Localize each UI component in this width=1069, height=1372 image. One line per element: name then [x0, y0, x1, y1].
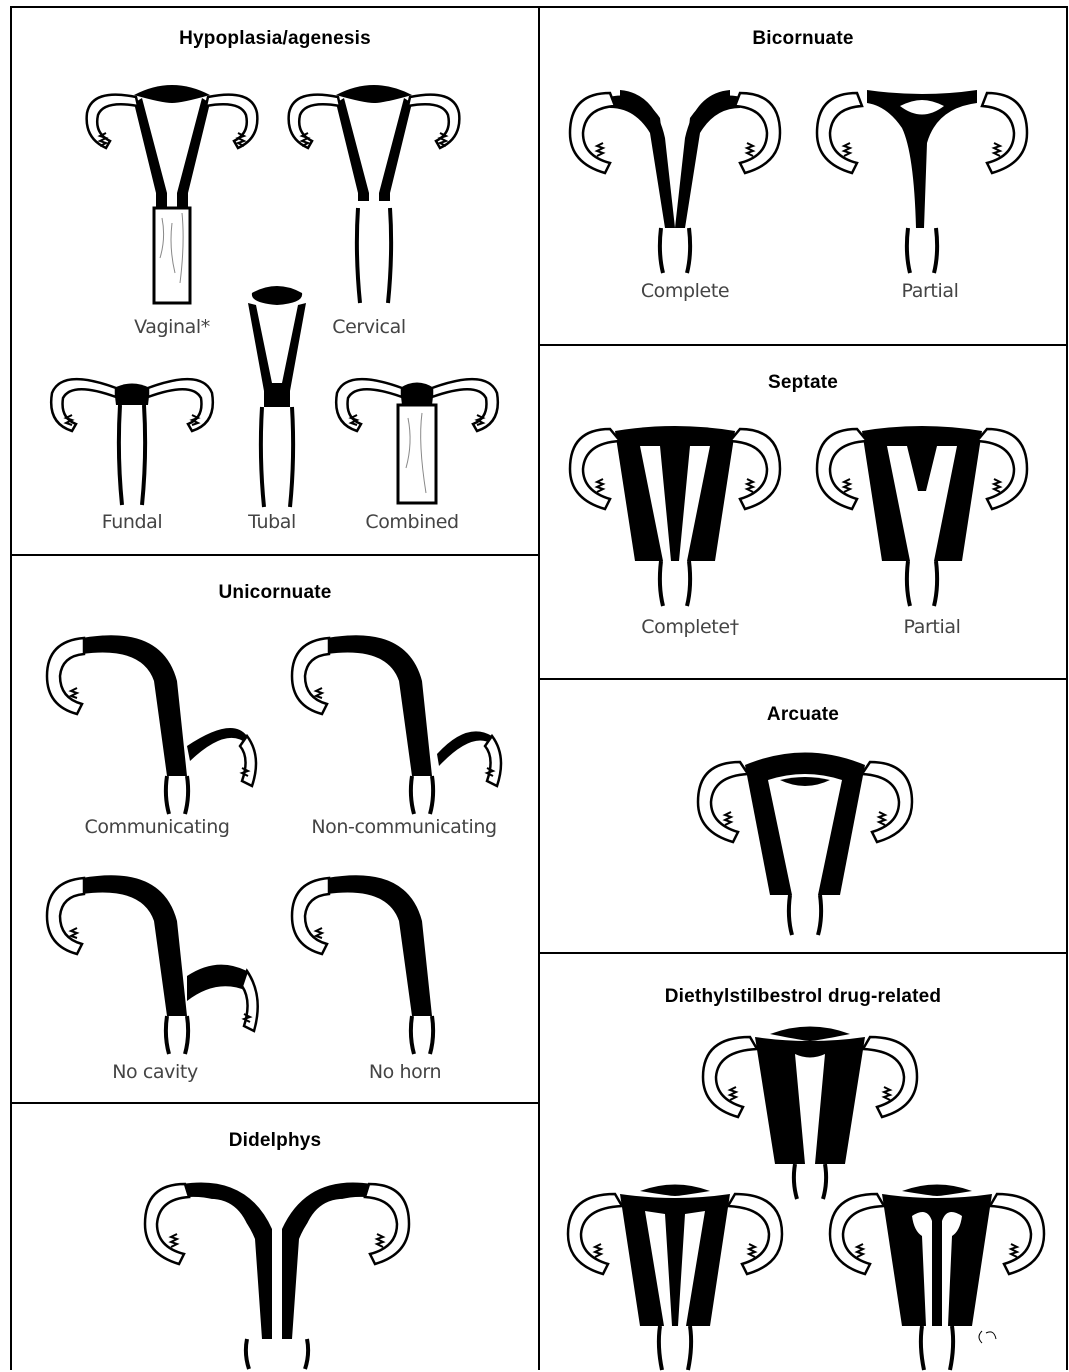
label-no-cavity: No cavity — [112, 1061, 198, 1083]
panel-title: Arcuate — [540, 704, 1066, 726]
label-partial: Partial — [902, 280, 959, 302]
panel-title: Hypoplasia/agenesis — [12, 28, 538, 50]
label-complete: Complete — [641, 280, 729, 302]
uterus-unicornuate-no-cavity-drawing — [42, 866, 262, 1056]
label-combined: Combined — [365, 511, 458, 533]
uterus-cervical-agenesis-drawing — [274, 73, 474, 313]
label-no-horn: No horn — [369, 1061, 441, 1083]
panel-bicornuate: Bicornuate Complete Partial — [538, 6, 1068, 346]
panel-title: Unicornuate — [12, 582, 538, 604]
label-communicating: Communicating — [85, 816, 230, 838]
uterus-unicornuate-non-communicating-drawing — [287, 626, 507, 816]
uterus-unicornuate-communicating-drawing — [42, 626, 262, 816]
uterus-fundal-agenesis-drawing — [32, 363, 232, 513]
label-complete: Complete† — [641, 616, 738, 638]
uterus-des-bottom-right-drawing — [822, 1176, 1052, 1372]
panel-title: Didelphys — [12, 1130, 538, 1152]
uterus-tubal-agenesis-drawing — [232, 283, 322, 513]
label-tubal: Tubal — [248, 511, 296, 533]
uterus-bicornuate-complete-drawing — [565, 78, 785, 278]
panel-title: Septate — [540, 372, 1066, 394]
panel-arcuate: Arcuate — [538, 678, 1068, 954]
panel-septate: Septate Complete† Partial — [538, 344, 1068, 680]
uterus-combined-agenesis-drawing — [312, 363, 522, 513]
panel-unicornuate: Unicornuate Communicating Non-communicat… — [10, 554, 540, 1104]
panel-diethylstilbestrol: Diethylstilbestrol drug-related — [538, 952, 1068, 1370]
artist-signature — [979, 1331, 996, 1343]
uterus-des-bottom-left-drawing — [560, 1176, 790, 1372]
uterus-didelphys-drawing — [137, 1169, 417, 1369]
panel-hypoplasia-agenesis: Hypoplasia/agenesis Vaginal* Cervical — [10, 6, 540, 556]
label-fundal: Fundal — [102, 511, 163, 533]
label-cervical: Cervical — [332, 316, 405, 338]
panel-title: Diethylstilbestrol drug-related — [540, 986, 1066, 1008]
uterus-unicornuate-no-horn-drawing — [287, 866, 507, 1056]
uterus-arcuate-drawing — [690, 740, 920, 940]
label-partial: Partial — [904, 616, 961, 638]
panel-didelphys: Didelphys — [10, 1102, 540, 1370]
label-vaginal: Vaginal* — [134, 316, 210, 338]
uterus-septate-complete-drawing — [565, 411, 785, 616]
uterus-vaginal-agenesis-drawing — [72, 73, 272, 313]
uterus-bicornuate-partial-drawing — [812, 78, 1032, 278]
label-non-communicating: Non-communicating — [311, 816, 496, 838]
panel-title: Bicornuate — [540, 28, 1066, 50]
uterus-septate-partial-drawing — [812, 411, 1032, 616]
